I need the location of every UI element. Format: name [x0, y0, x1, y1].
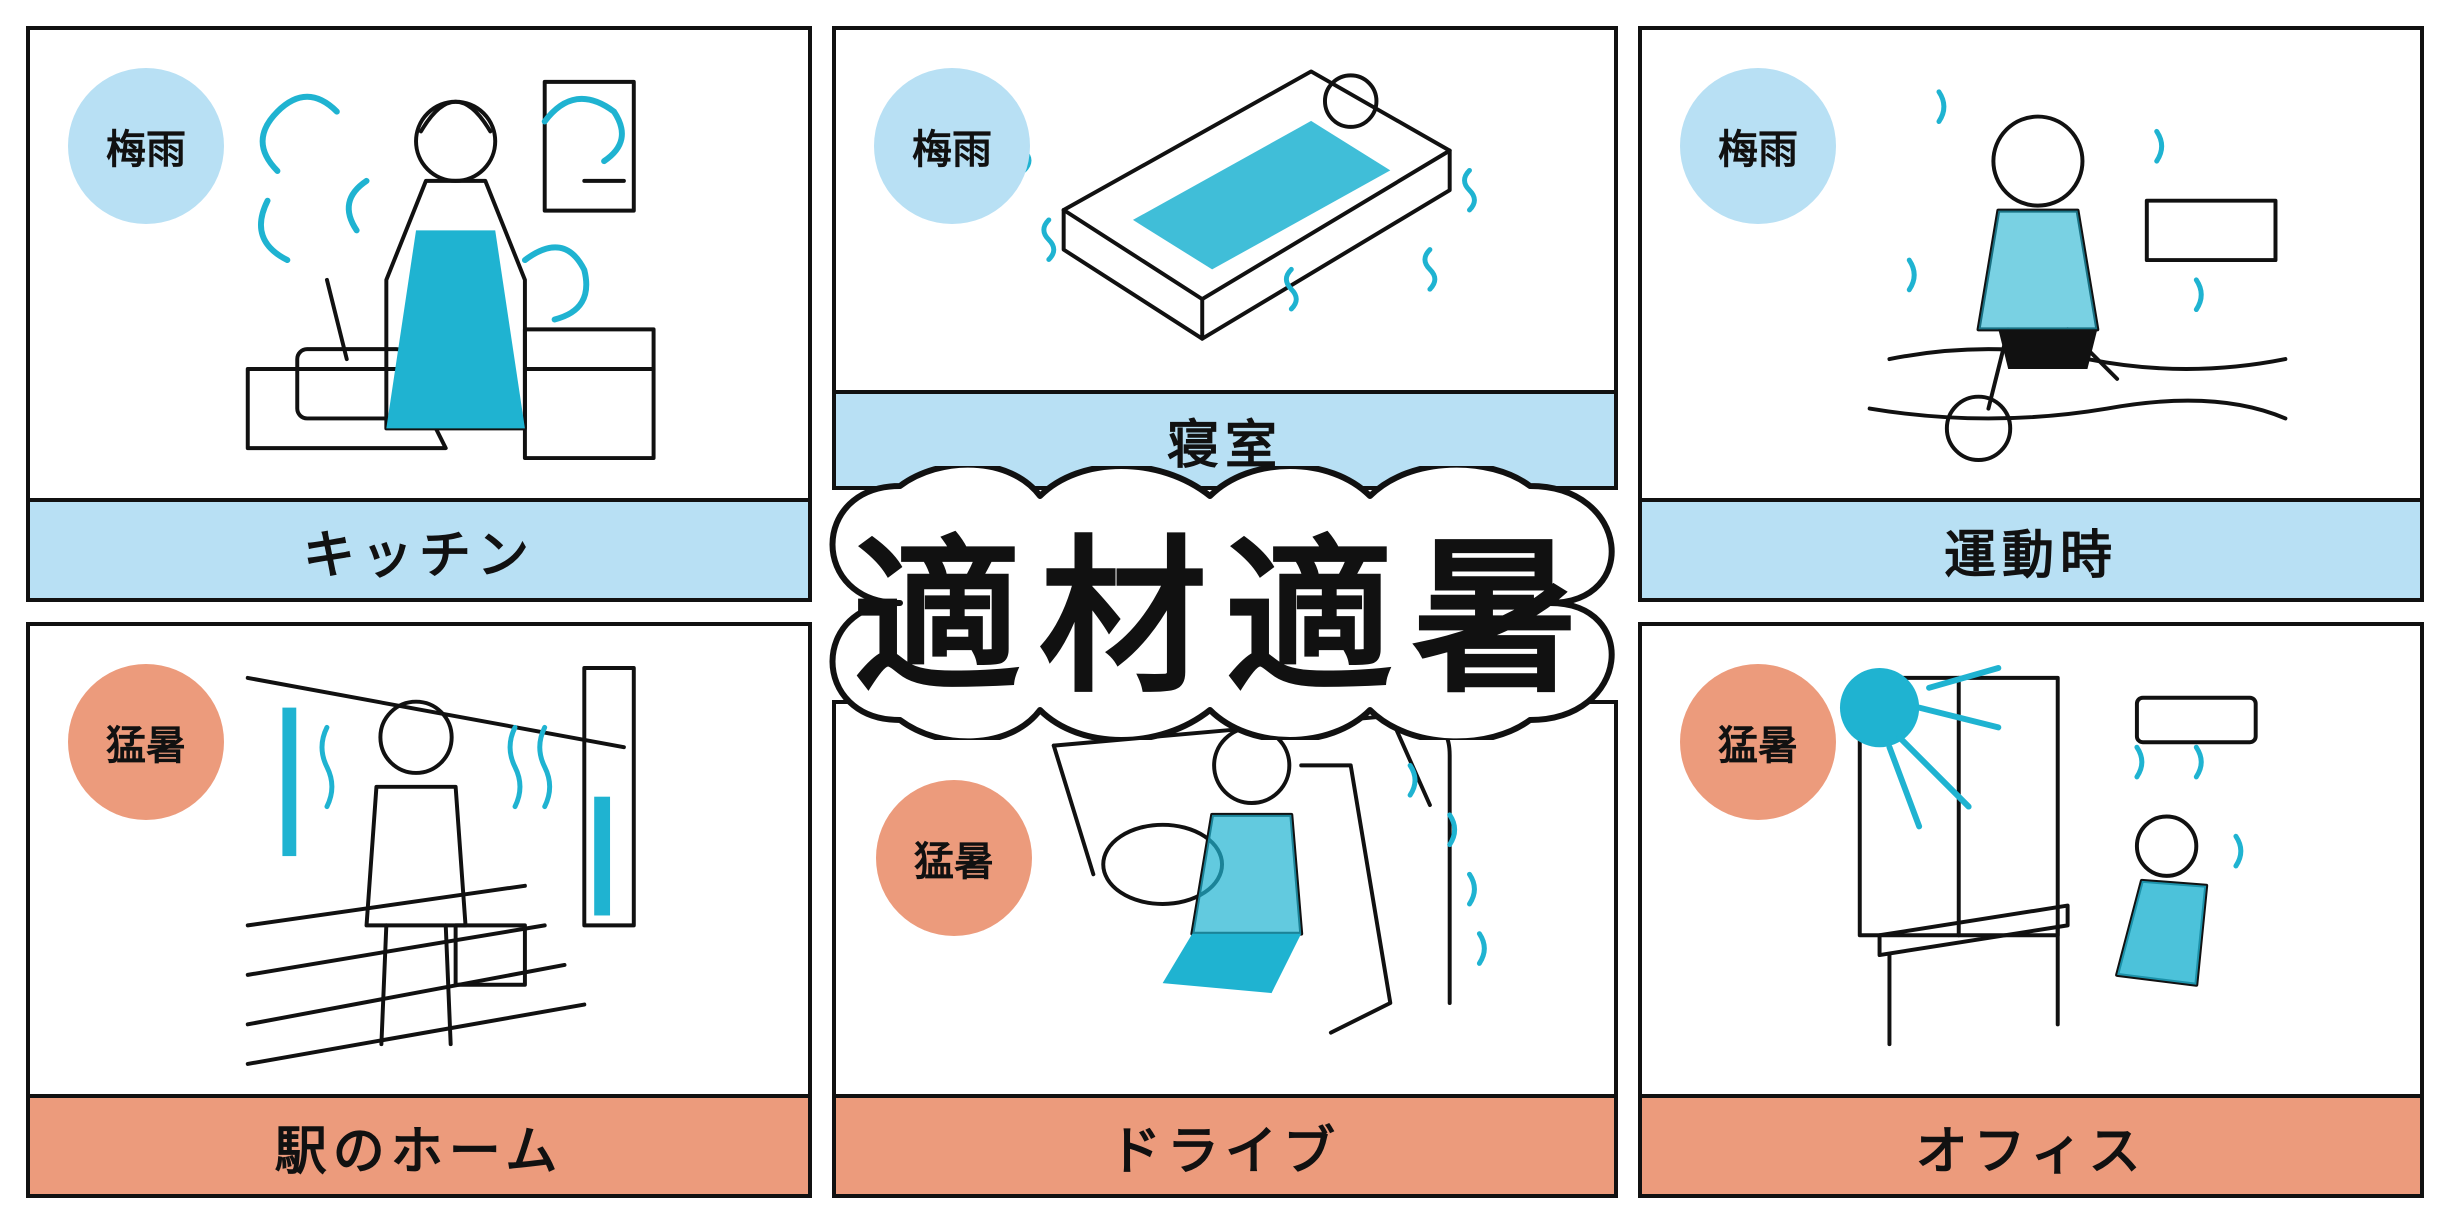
soccer-boy-illustration — [1867, 89, 2288, 463]
panel-drive: ドライブ 猛暑 — [832, 700, 1618, 1198]
panel-station: 駅のホーム 猛暑 — [26, 622, 812, 1198]
man-on-platform-illustration — [245, 666, 636, 1066]
badge-rainy-season: 梅雨 — [1680, 68, 1836, 224]
badge-rainy-season: 梅雨 — [874, 68, 1030, 224]
kitchen-illustration — [30, 30, 808, 506]
label-office: オフィス — [1642, 1094, 2420, 1194]
cloud-shape — [829, 466, 1615, 740]
title-cloud: 適材適暑 — [790, 466, 1660, 740]
exercise-illustration — [1642, 30, 2420, 506]
station-illustration — [30, 626, 808, 1102]
page-title: 適材適暑 — [853, 519, 1597, 716]
panel-kitchen: キッチン 梅雨 — [26, 26, 812, 602]
label-exercise: 運動時 — [1642, 498, 2420, 598]
badge-heat-wave: 猛暑 — [68, 664, 224, 820]
label-station: 駅のホーム — [30, 1094, 808, 1194]
label-kitchen: キッチン — [30, 498, 808, 598]
cooking-woman-illustration — [245, 79, 656, 461]
office-worker-illustration — [1839, 665, 2258, 1047]
driving-man-illustration — [1051, 713, 1487, 1035]
sleeping-woman-illustration — [1016, 69, 1477, 341]
panel-exercise: 運動時 梅雨 — [1638, 26, 2424, 602]
panel-bedroom: 寝室 梅雨 — [832, 26, 1618, 490]
badge-heat-wave: 猛暑 — [1680, 664, 1836, 820]
office-illustration — [1642, 626, 2420, 1102]
panel-office: オフィス 猛暑 — [1638, 622, 2424, 1198]
label-drive: ドライブ — [836, 1094, 1614, 1194]
badge-rainy-season: 梅雨 — [68, 68, 224, 224]
badge-heat-wave: 猛暑 — [876, 780, 1032, 936]
bedroom-illustration — [836, 30, 1614, 394]
drive-illustration — [836, 704, 1614, 1102]
